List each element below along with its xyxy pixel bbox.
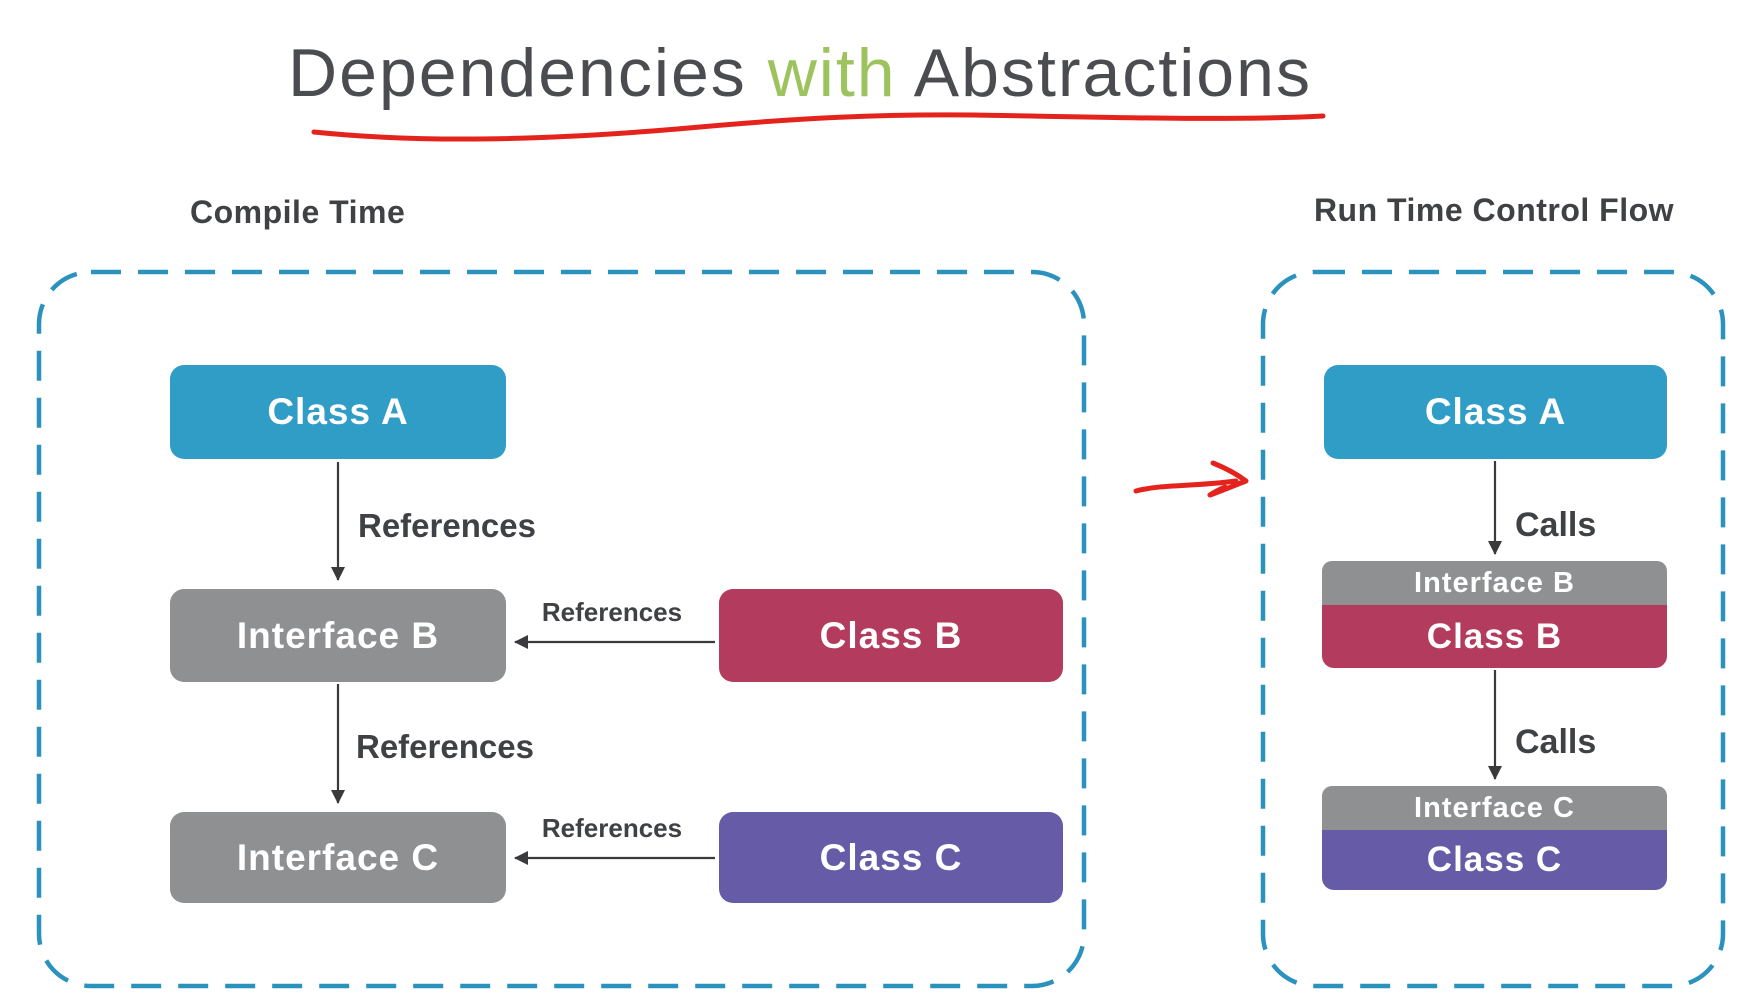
node-class-b-runtime: Class B — [1322, 605, 1667, 668]
run-time-panel-label: Run Time Control Flow — [1313, 192, 1675, 228]
edge-label-references-cc-to-ic: References — [541, 813, 683, 843]
page-title: Dependencies with Abstractions — [100, 34, 1500, 112]
node-class-c-compile-label: Class C — [819, 836, 963, 878]
node-class-b-runtime-label: Class B — [1426, 616, 1563, 656]
title-word-with: with — [767, 35, 897, 111]
node-interface-b-compile: Interface B — [170, 589, 506, 682]
node-class-b-compile: Class B — [719, 589, 1063, 682]
edge-label-references-ib-to-ic: References — [356, 728, 534, 765]
node-class-b-compile-label: Class B — [819, 614, 963, 656]
node-class-a-runtime-label: Class A — [1424, 391, 1567, 432]
edge-label-calls-a-to-b: Calls — [1515, 506, 1597, 544]
edge-label-references-cb-to-ib: References — [541, 597, 683, 627]
red-underline-annotation — [311, 112, 1326, 142]
node-interface-c-compile-label: Interface C — [236, 836, 440, 878]
red-arrow-annotation-head — [1207, 460, 1249, 498]
edge-label-references-a-to-ib: References — [358, 507, 536, 544]
node-class-a-compile-label: Class A — [267, 391, 409, 432]
node-interface-c-compile: Interface C — [170, 812, 506, 903]
title-word-abstractions: Abstractions — [913, 35, 1312, 111]
title-word-dependencies: Dependencies — [288, 35, 747, 111]
node-interface-b-runtime-label: Interface B — [1414, 566, 1575, 599]
node-class-c-runtime: Class C — [1322, 830, 1667, 890]
node-class-c-compile: Class C — [719, 812, 1063, 903]
node-interface-c-runtime: Interface C — [1322, 786, 1667, 830]
node-class-a-runtime: Class A — [1324, 365, 1667, 459]
node-interface-c-runtime-label: Interface C — [1414, 791, 1575, 824]
node-class-a-compile: Class A — [170, 365, 506, 459]
edge-label-calls-b-to-c: Calls — [1515, 723, 1597, 761]
node-interface-b-runtime: Interface B — [1322, 561, 1667, 605]
red-arrow-annotation-shaft — [1133, 478, 1239, 494]
node-interface-b-compile-label: Interface B — [236, 614, 440, 656]
compile-time-panel-label: Compile Time — [190, 194, 406, 230]
node-class-c-runtime-label: Class C — [1426, 840, 1563, 879]
